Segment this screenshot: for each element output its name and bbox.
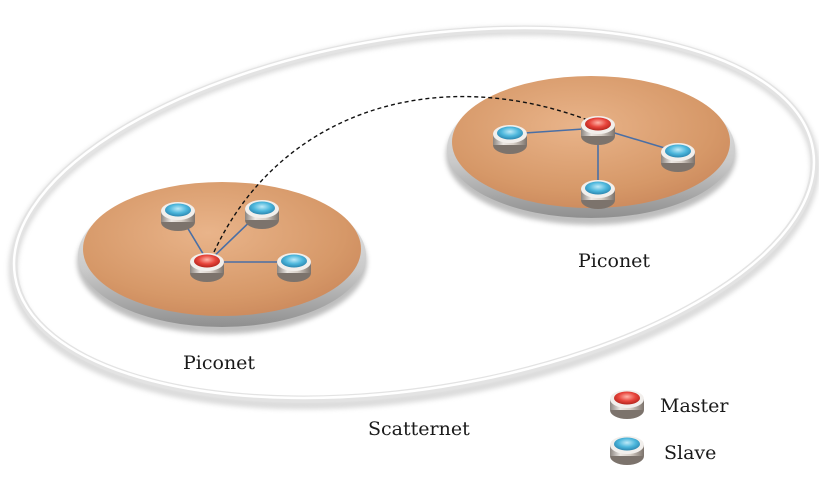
- left-master-node: [190, 253, 224, 282]
- right-master-node: [581, 116, 615, 145]
- right-slave-node: [661, 143, 695, 172]
- left-slave-node: [161, 202, 195, 231]
- piconet-left-label: Piconet: [183, 352, 256, 374]
- bridge-link: [213, 95, 599, 253]
- right-slave-node: [493, 125, 527, 154]
- blue-node-icon: [610, 436, 644, 465]
- legend-slave-label: Slave: [664, 442, 717, 464]
- piconet-right-label: Piconet: [578, 250, 651, 272]
- left-slave-node: [245, 200, 279, 229]
- scatternet-label: Scatternet: [368, 418, 470, 440]
- right-slave-node: [581, 180, 615, 209]
- legend-master-label: Master: [660, 395, 729, 417]
- red-node-icon: [610, 390, 644, 419]
- scatternet-ellipse: [8, 25, 819, 410]
- left-slave-node: [277, 253, 311, 282]
